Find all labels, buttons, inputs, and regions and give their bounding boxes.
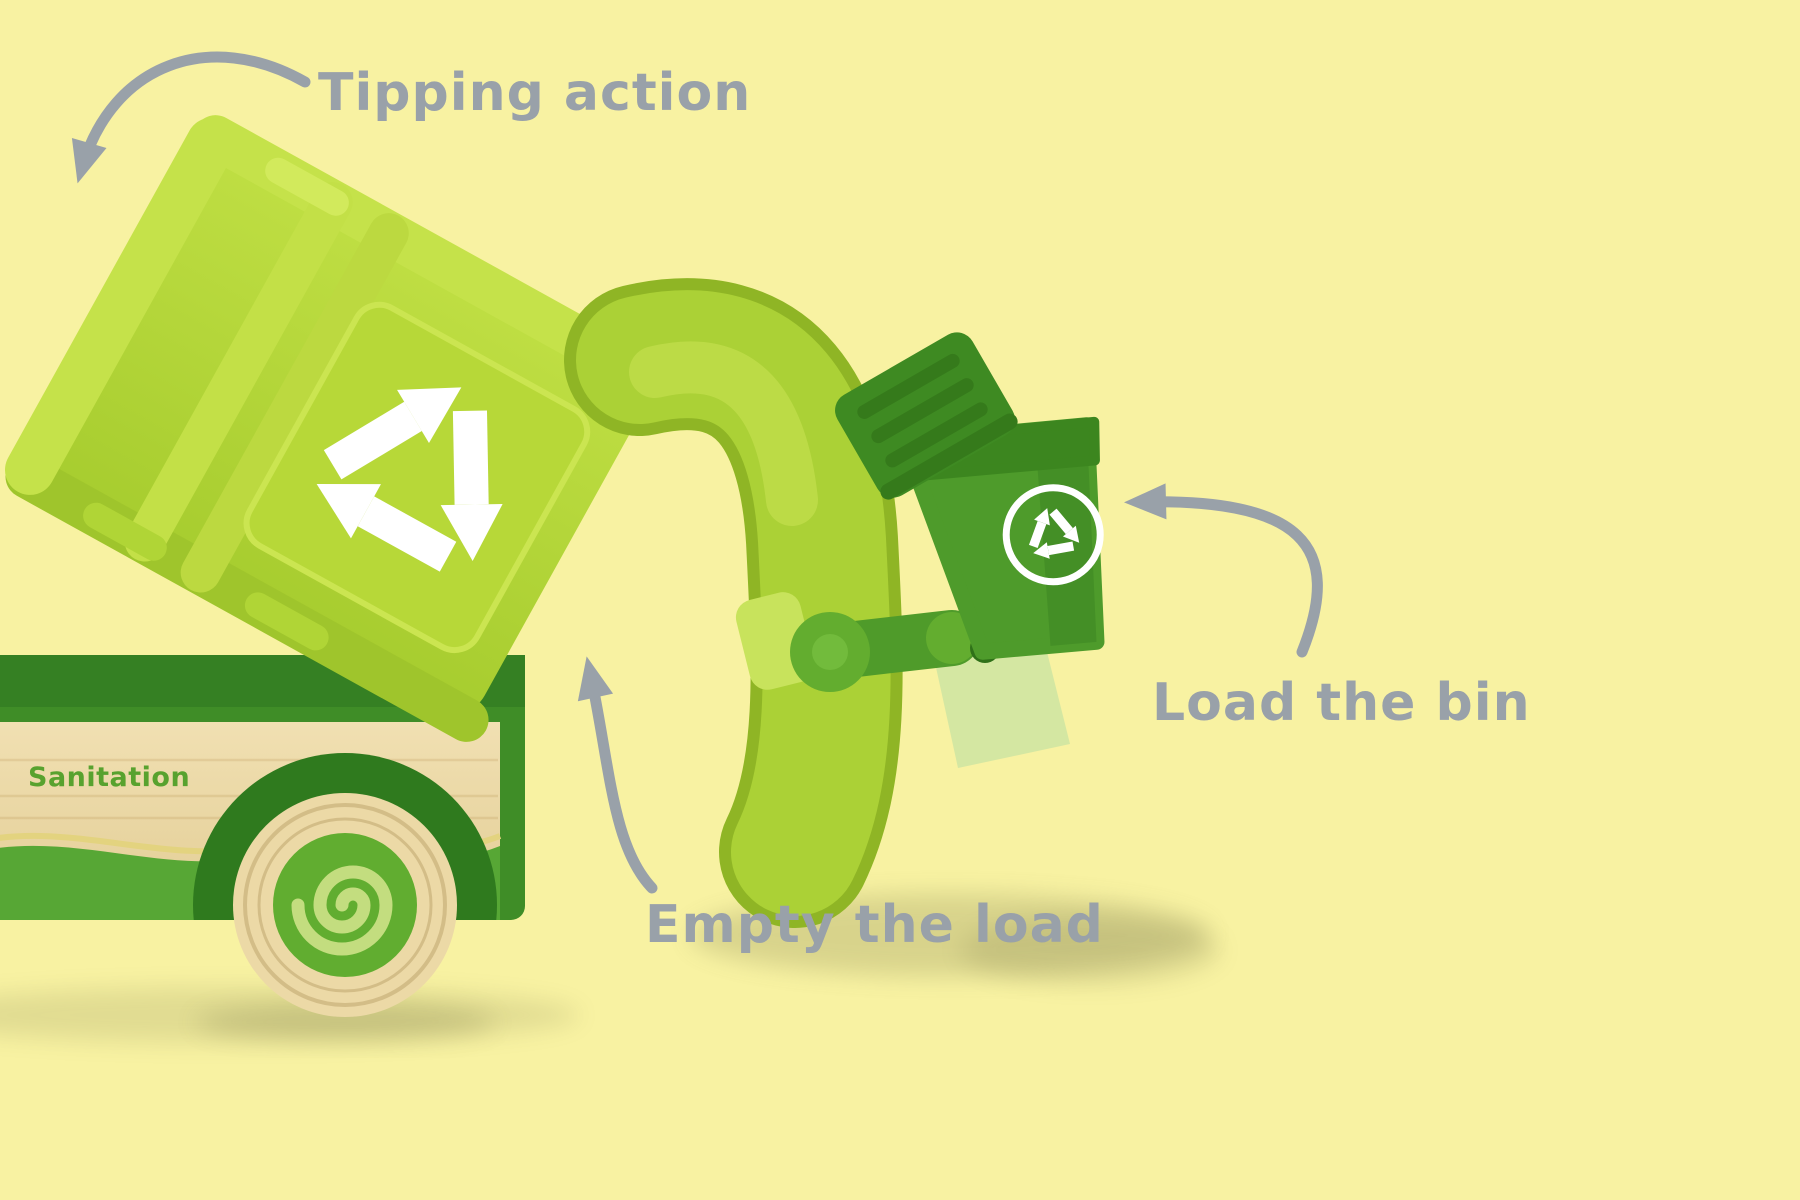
- bin-emblem-ring: [1002, 484, 1104, 586]
- hopper-arm: [564, 278, 903, 928]
- bin-lid: [835, 332, 1018, 500]
- lid-rib-2: [871, 378, 974, 444]
- container-panel: [243, 301, 591, 654]
- annotation-arrows: [71, 51, 1323, 894]
- rail-pill-top: [265, 157, 349, 216]
- wheel: [233, 793, 457, 1017]
- wheel-ring-outer: [243, 803, 447, 1007]
- wheel-spiral-icon: [291, 865, 393, 956]
- wheel-ring-inner: [257, 817, 433, 993]
- tipping-container: [5, 115, 677, 742]
- rail-pill-bottom-1: [83, 502, 167, 561]
- container-rib-2: [180, 213, 409, 593]
- empty-arrow-icon: [577, 656, 658, 894]
- rail-pill-bottom-2: [244, 592, 329, 651]
- hopper-highlight: [629, 341, 818, 526]
- load-arrow-icon: [1124, 483, 1323, 658]
- label-empty-the-load: Empty the load: [645, 895, 1104, 955]
- bin-shadow: [960, 916, 1220, 984]
- container-rib-1: [124, 182, 353, 562]
- mechanism-knob-center: [812, 634, 848, 670]
- lid-rib-1: [857, 353, 960, 419]
- lid-lip: [880, 413, 1018, 500]
- tipping-arrow-icon: [71, 51, 311, 184]
- label-load-the-bin: Load the bin: [1152, 673, 1531, 733]
- sanitation-label: Sanitation: [28, 762, 190, 793]
- wheel-shadow: [195, 1004, 495, 1040]
- container-front-cap: [5, 117, 237, 495]
- label-tipping-action: Tipping action: [318, 63, 751, 123]
- lid-rib-3: [885, 402, 988, 468]
- shadows: [0, 893, 1220, 1043]
